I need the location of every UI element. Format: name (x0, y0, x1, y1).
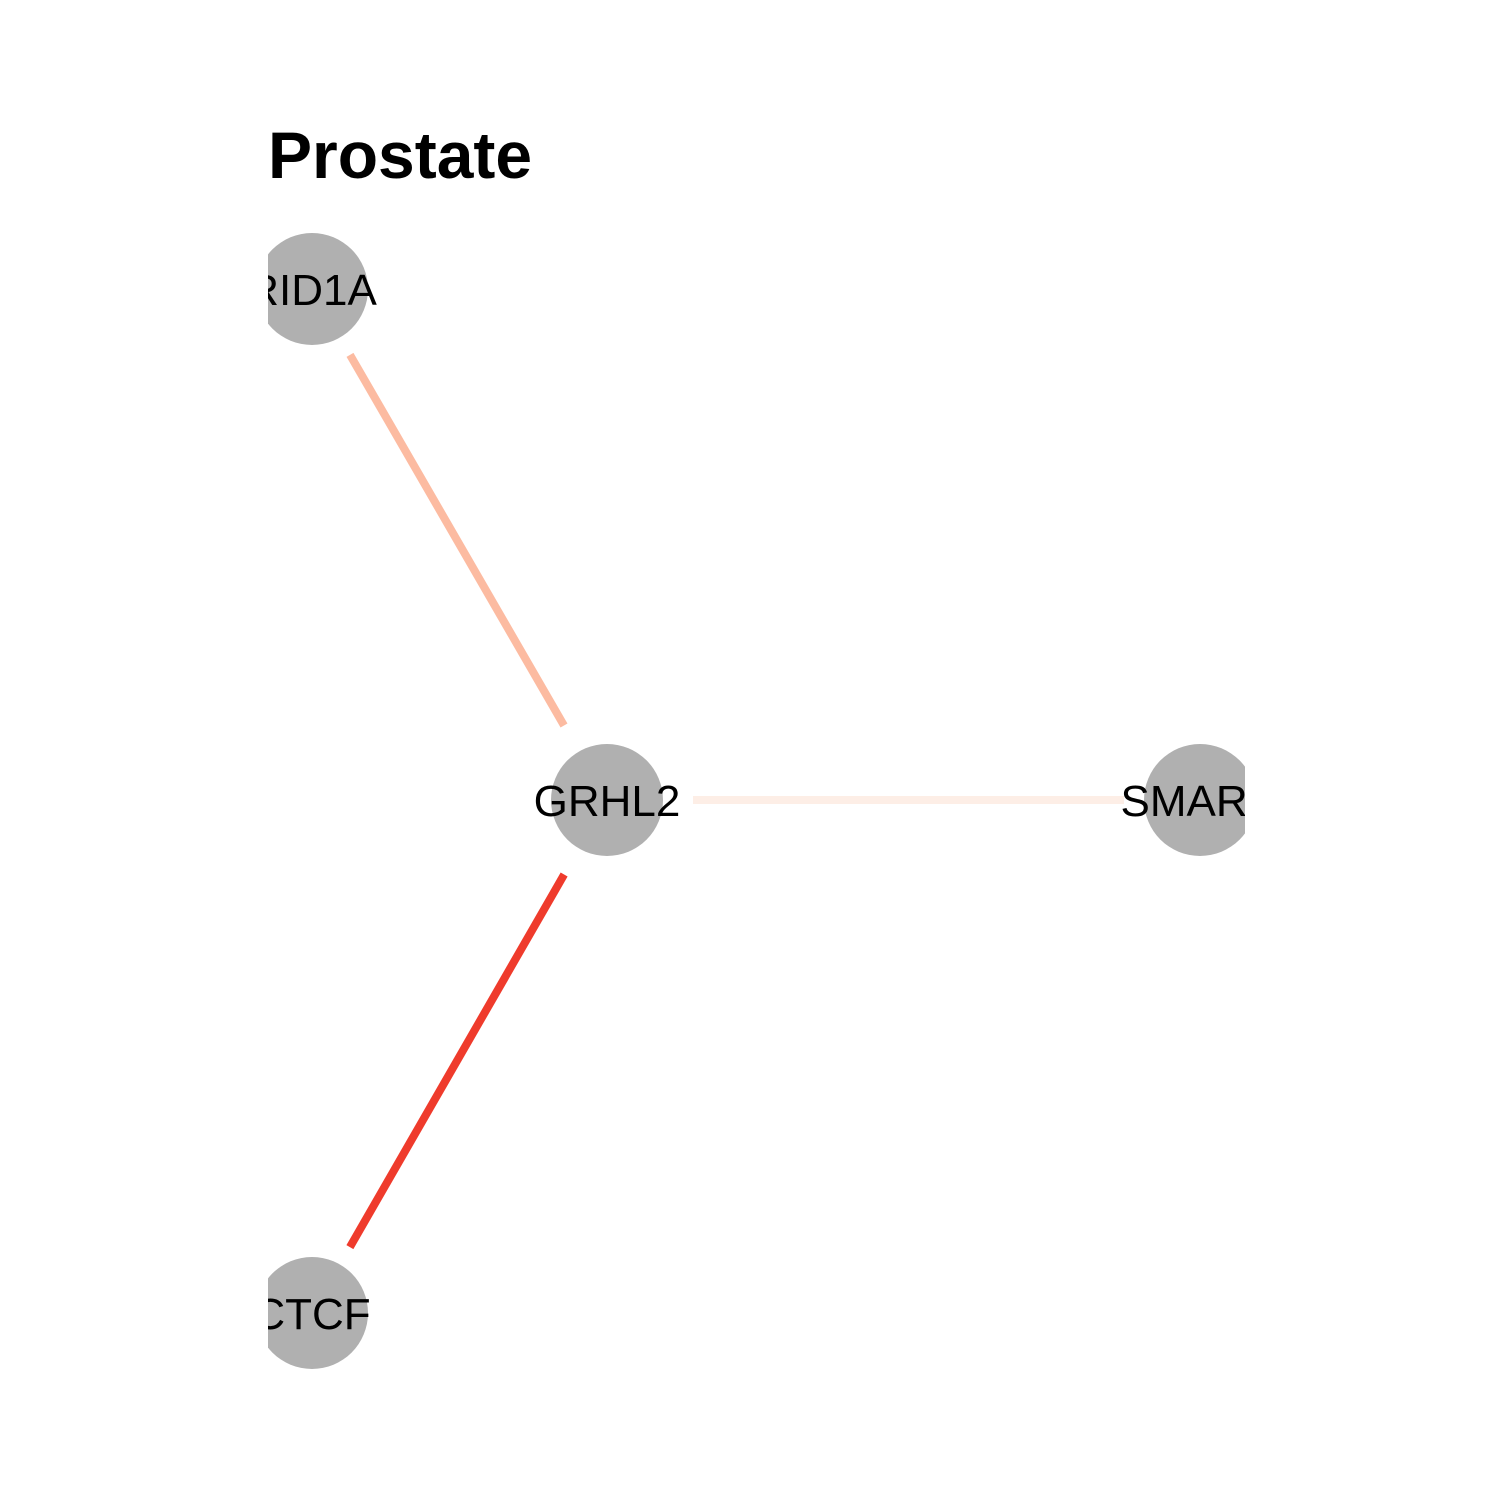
edge-grhl2-ctcf (346, 872, 568, 1250)
node-circle (551, 744, 663, 856)
diagram-title: Prostate (268, 118, 532, 192)
node-circle (268, 233, 368, 345)
node-label: CTCF (253, 1290, 370, 1339)
edge-grhl2-arid1a (346, 352, 568, 728)
node-ctcf: CTCF (253, 1257, 371, 1369)
node-circle (1144, 744, 1245, 856)
nodes-layer: RID1A GRHL2 SMARC CTCF (247, 233, 1280, 1369)
node-label: GRHL2 (534, 777, 681, 826)
node-smarc: SMARC (1121, 744, 1280, 856)
edges-layer (346, 352, 1124, 1250)
node-label: SMARC (1121, 777, 1280, 826)
node-circle (268, 1257, 368, 1369)
node-label: RID1A (247, 266, 377, 315)
node-grhl2: GRHL2 (534, 744, 681, 856)
node-arid1a: RID1A (247, 233, 377, 345)
